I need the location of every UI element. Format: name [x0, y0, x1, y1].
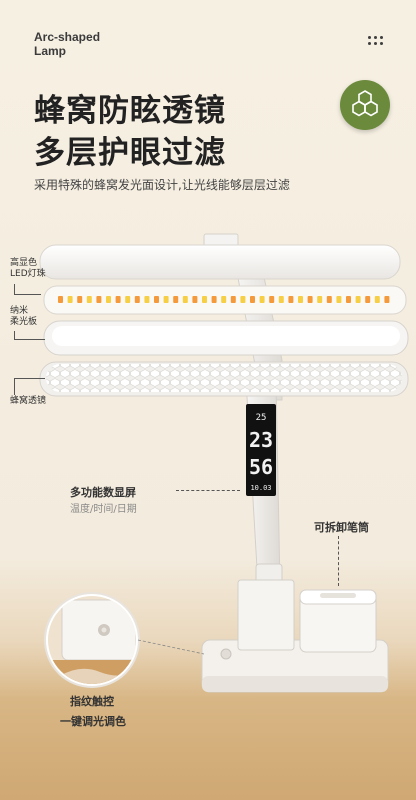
led-dot	[144, 296, 150, 303]
led-dot	[317, 296, 323, 303]
brand-name: Arc-shaped Lamp	[34, 30, 101, 58]
led-dot	[86, 296, 92, 303]
display-title: 多功能数显屏	[70, 486, 136, 499]
led-dot	[134, 296, 140, 303]
page-subtitle: 采用特殊的蜂窝发光面设计,让光线能够层层过滤	[34, 178, 290, 192]
display-minute: 56	[249, 455, 273, 479]
led-dot	[269, 296, 275, 303]
touch-label1: 指纹触控	[70, 695, 114, 708]
led-dot	[384, 296, 390, 303]
led-dot	[173, 296, 179, 303]
hexagon-honeycomb-icon	[340, 80, 390, 130]
led-dot	[163, 296, 169, 303]
led-dot	[67, 296, 73, 303]
lens-label: 蜂窝透镜	[10, 396, 47, 406]
display-date: 10.03	[250, 484, 271, 492]
three-dots-grid-icon[interactable]	[366, 36, 386, 48]
led-dot	[298, 296, 303, 303]
led-dot	[326, 296, 332, 303]
display-subtitle: 温度/时间/日期	[70, 504, 137, 515]
led-dot	[374, 296, 380, 303]
led-dot	[365, 296, 371, 303]
led-dot	[240, 296, 246, 303]
headline-line2: 多层护眼过滤	[34, 135, 226, 171]
touch-sensor	[220, 648, 232, 660]
led-dot	[125, 296, 131, 303]
display-panel	[246, 404, 276, 496]
led-label: 高显色 LED灯珠	[10, 258, 46, 279]
display-temp: 25	[256, 413, 267, 423]
lamp-head-bar	[39, 244, 401, 280]
led-dot	[250, 296, 255, 303]
led-dot	[336, 296, 342, 303]
led-dot	[211, 296, 217, 303]
led-dot	[115, 296, 121, 303]
led-dot	[230, 296, 236, 303]
led-dot	[288, 296, 294, 303]
led-dot	[106, 296, 111, 303]
led-dot	[278, 296, 284, 303]
led-dot	[202, 296, 207, 303]
led-dot	[77, 296, 83, 303]
led-dot	[355, 296, 361, 303]
penholder-label: 可拆卸笔筒	[314, 521, 369, 534]
softboard-label: 纳米 柔光板	[10, 306, 38, 327]
led-dot	[221, 296, 227, 303]
led-dots	[58, 296, 390, 303]
touch-label2: 一键调光调色	[60, 715, 126, 728]
led-dot	[182, 296, 188, 303]
led-dot	[259, 296, 265, 303]
led-dot	[96, 296, 102, 303]
stand-block	[237, 579, 295, 651]
led-dot	[346, 296, 351, 303]
led-dot	[307, 296, 313, 303]
display-hour: 23	[249, 428, 273, 452]
led-dot	[192, 296, 198, 303]
led-dot	[154, 296, 159, 303]
headline-line1: 蜂窝防眩透镜	[34, 93, 226, 129]
led-dot	[58, 296, 63, 303]
